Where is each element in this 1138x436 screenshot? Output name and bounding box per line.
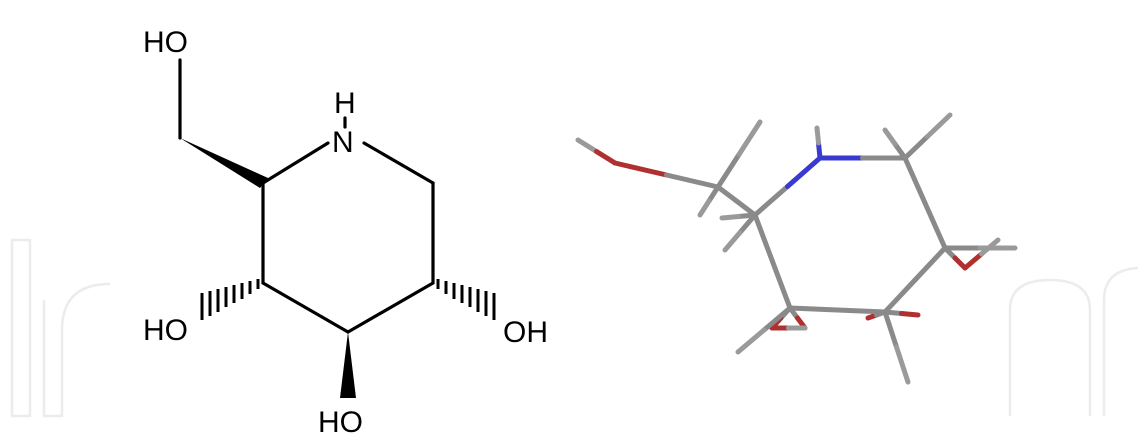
stick-c3-h-half-a xyxy=(761,305,793,333)
stick-ch2-h-a-half-b xyxy=(736,119,763,157)
label-ch2oh-o: HO xyxy=(143,26,188,59)
bond-c2-n xyxy=(261,141,330,185)
stick-ch2-h-b-half-b xyxy=(697,198,712,218)
label-c4-oh: HO xyxy=(318,406,363,436)
stick-c5-c4-half-a xyxy=(912,245,948,283)
stick-ch2-c2-half-a xyxy=(715,184,739,204)
stick-c3-c2-half-a xyxy=(770,259,793,311)
watermark-arc-right xyxy=(1102,266,1138,416)
stick-c2-h-b-half-a xyxy=(737,212,758,235)
stick-ch2-h-b-half-a xyxy=(706,184,721,204)
watermark-letter-n-right xyxy=(1008,278,1092,416)
stick-c4-h-half-a xyxy=(882,309,899,350)
stick-c5-o-h-half-b xyxy=(979,237,1001,257)
bond-n-c6 xyxy=(362,141,435,185)
watermark-letter-n-left xyxy=(42,282,111,418)
stick-c4-o-half-b xyxy=(899,311,921,318)
stick-c6-h-b-half-a xyxy=(892,141,908,161)
stick-c6-c5-half-a xyxy=(902,155,928,206)
stick-c4-c3-half-b xyxy=(787,305,840,313)
hash-c3-oh xyxy=(200,279,260,320)
structure-2d: HO H N xyxy=(143,26,548,436)
label-c3-oh: HO xyxy=(143,314,188,347)
stick-o-ch2-half-a xyxy=(612,160,669,178)
stick-c2-h-b-half-b xyxy=(722,230,743,253)
stick-c5-o-h-half-a xyxy=(962,251,984,271)
structure-3d-model xyxy=(575,112,1018,385)
wedge-c4-oh xyxy=(340,332,356,398)
bond-c5-c4 xyxy=(346,281,435,334)
stick-c4-h-half-b xyxy=(894,344,911,385)
label-ring-nh-n: N xyxy=(332,126,354,159)
stick-c2-h-half-b xyxy=(719,214,741,221)
stick-c3-h-half-b xyxy=(735,327,767,355)
stick-c2-n-half-b xyxy=(785,155,823,189)
stick-c6-h-b-half-b xyxy=(882,127,898,147)
stick-h-o-hydroxymethyl-half-a xyxy=(575,137,599,154)
stick-c4-c3-half-a xyxy=(835,307,888,315)
label-ring-nh-h: H xyxy=(334,87,356,120)
stick-n-h-half-a xyxy=(816,140,823,161)
stick-c3-c2-half-b xyxy=(752,212,775,264)
stick-c2-n-half-a xyxy=(752,184,790,218)
stick-c6-h-a-half-a xyxy=(902,134,930,161)
stick-h-o-hydroxymethyl-half-b xyxy=(594,149,618,166)
stick-c6-c5-half-b xyxy=(922,200,948,251)
watermark-letter-i-left xyxy=(10,238,32,418)
hash-c5-oh xyxy=(436,279,496,320)
stick-ch2-h-a-half-a xyxy=(715,152,742,190)
bond-c4-c3 xyxy=(261,281,350,334)
watermark-logo xyxy=(10,238,1138,418)
stick-n-h-half-b xyxy=(814,125,821,146)
stick-ch2-c2-half-b xyxy=(734,198,758,218)
stick-o-ch2-half-b xyxy=(664,172,721,190)
stick-c5-c4-half-b xyxy=(882,277,918,315)
stick-c4-o-half-a xyxy=(882,309,904,316)
label-c5-oh: OH xyxy=(503,316,548,349)
wedge-c2-ch2 xyxy=(180,138,268,188)
stick-c6-h-a-half-b xyxy=(925,112,953,139)
